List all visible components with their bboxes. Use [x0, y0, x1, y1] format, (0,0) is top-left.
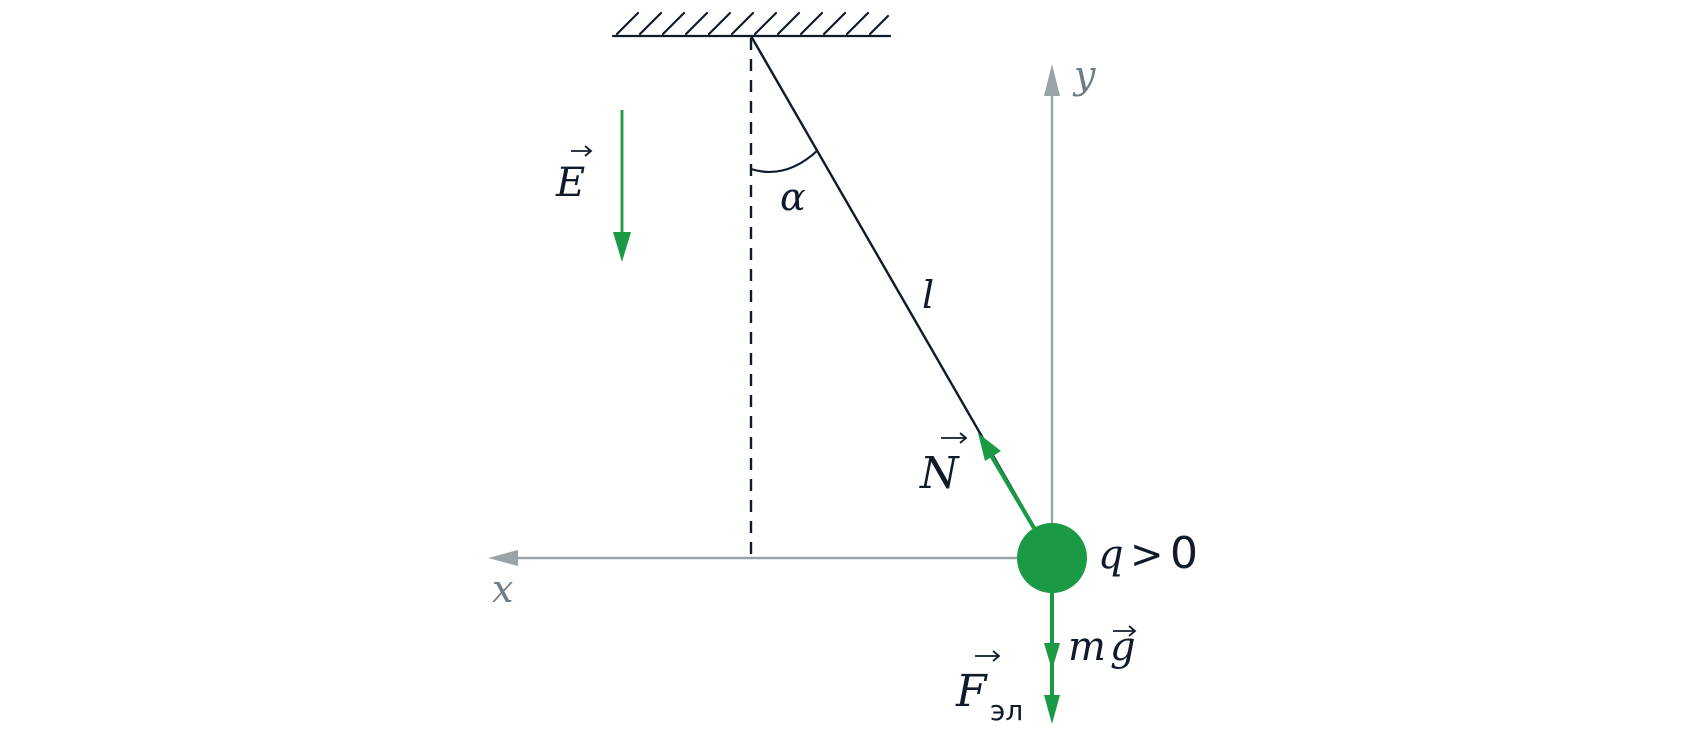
electric-force-label: F эл — [955, 650, 1023, 727]
x-axis — [488, 550, 1052, 566]
y-axis — [1044, 64, 1060, 558]
gravity-mass: m — [1068, 624, 1106, 670]
electric-force-arrow — [1044, 660, 1060, 724]
vector-arrow-icon — [1113, 625, 1137, 637]
gravity-force-arrow — [1044, 585, 1060, 670]
electric-field-arrow — [613, 110, 631, 262]
angle-label: α — [780, 175, 806, 219]
charge-symbol: q — [1098, 532, 1124, 578]
normal-force-symbol: N — [919, 448, 960, 499]
length-label: l — [922, 273, 934, 317]
vector-arrow-icon — [941, 432, 968, 444]
charge-relation: > — [1130, 532, 1164, 578]
x-axis-label: x — [492, 567, 513, 611]
field-symbol: E — [555, 160, 585, 206]
electric-force-subscript: эл — [990, 694, 1023, 727]
charged-ball — [1017, 523, 1087, 593]
field-label: E — [555, 145, 593, 206]
angle-arc — [750, 149, 819, 173]
charge-label: q > 0 — [1098, 528, 1198, 579]
gravity-label: m g — [1068, 624, 1137, 670]
y-axis-label: y — [1072, 53, 1096, 97]
normal-force-label: N — [919, 432, 968, 499]
vector-arrow-icon — [975, 650, 1001, 662]
charge-value: 0 — [1170, 528, 1198, 579]
normal-force-arrow — [978, 433, 1036, 530]
ceiling-support — [611, 11, 892, 38]
vector-arrow-icon — [571, 145, 593, 157]
electric-force-symbol: F — [955, 666, 988, 717]
